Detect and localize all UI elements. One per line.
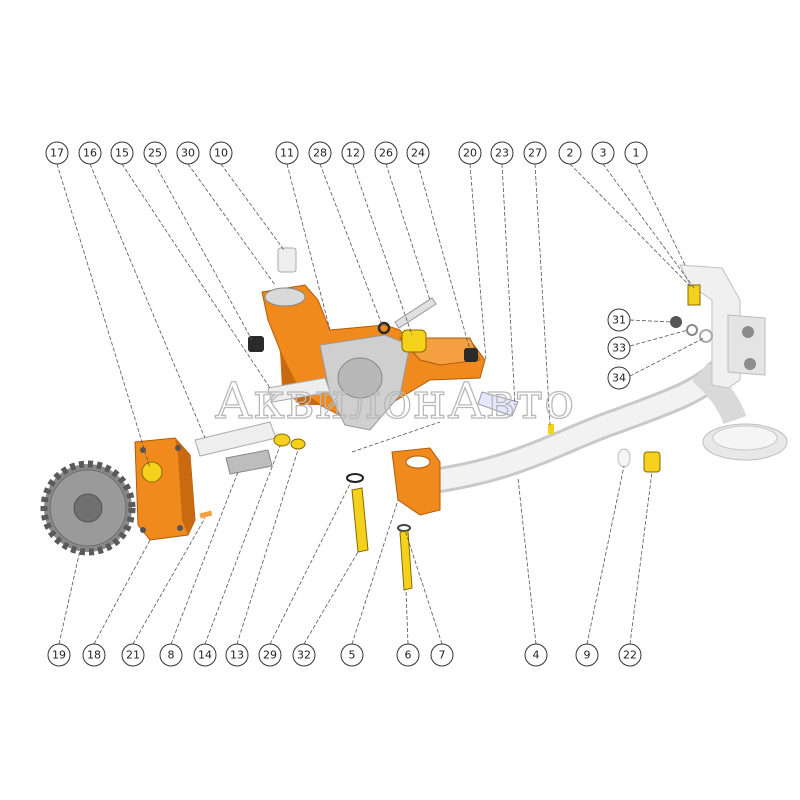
- callout-26-label: 26: [379, 147, 393, 160]
- callout-24-label: 24: [411, 147, 425, 160]
- callout-30: 30: [176, 141, 200, 165]
- callout-15-label: 15: [115, 147, 129, 160]
- callout-25: 25: [143, 141, 167, 165]
- callout-11-label: 11: [280, 147, 294, 160]
- callout-9: 9: [575, 643, 599, 667]
- callout-33: 33: [607, 336, 631, 360]
- callout-5-label: 5: [349, 649, 356, 662]
- callout-7: 7: [430, 643, 454, 667]
- callout-2-label: 2: [567, 147, 574, 160]
- callout-32-label: 32: [297, 649, 311, 662]
- callout-30-label: 30: [181, 147, 195, 160]
- callout-18: 18: [82, 643, 106, 667]
- callout-11: 11: [275, 141, 299, 165]
- callout-18-label: 18: [87, 649, 101, 662]
- callouts-top: 17 16 15 25 30 10 11 28 12 26 24 20 23 2…: [45, 141, 648, 165]
- callout-22: 22: [618, 643, 642, 667]
- callouts-side: 31 33 34: [607, 308, 631, 390]
- callout-6-label: 6: [405, 649, 412, 662]
- callout-19: 19: [47, 643, 71, 667]
- flange-and-bolts: [346, 447, 441, 591]
- callout-3: 3: [591, 141, 615, 165]
- callout-4-label: 4: [533, 649, 540, 662]
- callout-31-label: 31: [612, 314, 626, 327]
- callout-27-label: 27: [528, 147, 542, 160]
- drive-gear: [40, 460, 136, 556]
- callout-25-label: 25: [148, 147, 162, 160]
- rear-cover: [134, 437, 196, 541]
- callout-8-label: 8: [168, 649, 175, 662]
- callout-14-label: 14: [198, 649, 212, 662]
- callout-29-label: 29: [263, 649, 277, 662]
- callout-10: 10: [209, 141, 233, 165]
- callout-21-label: 21: [126, 649, 140, 662]
- small-parts: [248, 247, 713, 473]
- shafts-and-pins: [194, 377, 331, 519]
- callout-21: 21: [121, 643, 145, 667]
- callout-13: 13: [225, 643, 249, 667]
- callout-28-label: 28: [313, 147, 327, 160]
- callouts-bottom: 19 18 21 8 14 13 29 32 5 6 7 4 9 22: [47, 643, 642, 667]
- callout-27: 27: [523, 141, 547, 165]
- callout-3-label: 3: [600, 147, 607, 160]
- callout-10-label: 10: [214, 147, 228, 160]
- callout-13-label: 13: [230, 649, 244, 662]
- callout-15: 15: [110, 141, 134, 165]
- callout-4: 4: [524, 643, 548, 667]
- callout-12-label: 12: [346, 147, 360, 160]
- callout-5: 5: [340, 643, 364, 667]
- callout-8: 8: [159, 643, 183, 667]
- callout-17-label: 17: [50, 147, 64, 160]
- callout-32: 32: [292, 643, 316, 667]
- callout-1-label: 1: [633, 147, 640, 160]
- callout-9-label: 9: [584, 649, 591, 662]
- callout-29: 29: [258, 643, 282, 667]
- callout-33-label: 33: [612, 342, 626, 355]
- callout-17: 17: [45, 141, 69, 165]
- callout-16-label: 16: [83, 147, 97, 160]
- callout-2: 2: [558, 141, 582, 165]
- callout-7-label: 7: [439, 649, 446, 662]
- callout-12: 12: [341, 141, 365, 165]
- callout-28: 28: [308, 141, 332, 165]
- callout-24: 24: [406, 141, 430, 165]
- watermark-text: АквилонАвто: [215, 372, 576, 430]
- callout-20: 20: [458, 141, 482, 165]
- callout-1: 1: [624, 141, 648, 165]
- callout-34-label: 34: [612, 372, 626, 385]
- callout-6: 6: [396, 643, 420, 667]
- callout-22-label: 22: [623, 649, 637, 662]
- callout-16: 16: [78, 141, 102, 165]
- callout-31: 31: [607, 308, 631, 332]
- oil-pickup-pipe: [412, 359, 788, 495]
- callout-19-label: 19: [52, 649, 66, 662]
- leader-lines: [56, 163, 705, 645]
- callout-34: 34: [607, 366, 631, 390]
- callout-23-label: 23: [495, 147, 509, 160]
- callout-26: 26: [374, 141, 398, 165]
- callout-20-label: 20: [463, 147, 477, 160]
- callout-23: 23: [490, 141, 514, 165]
- callout-14: 14: [193, 643, 217, 667]
- pipe-bracket: [679, 264, 766, 389]
